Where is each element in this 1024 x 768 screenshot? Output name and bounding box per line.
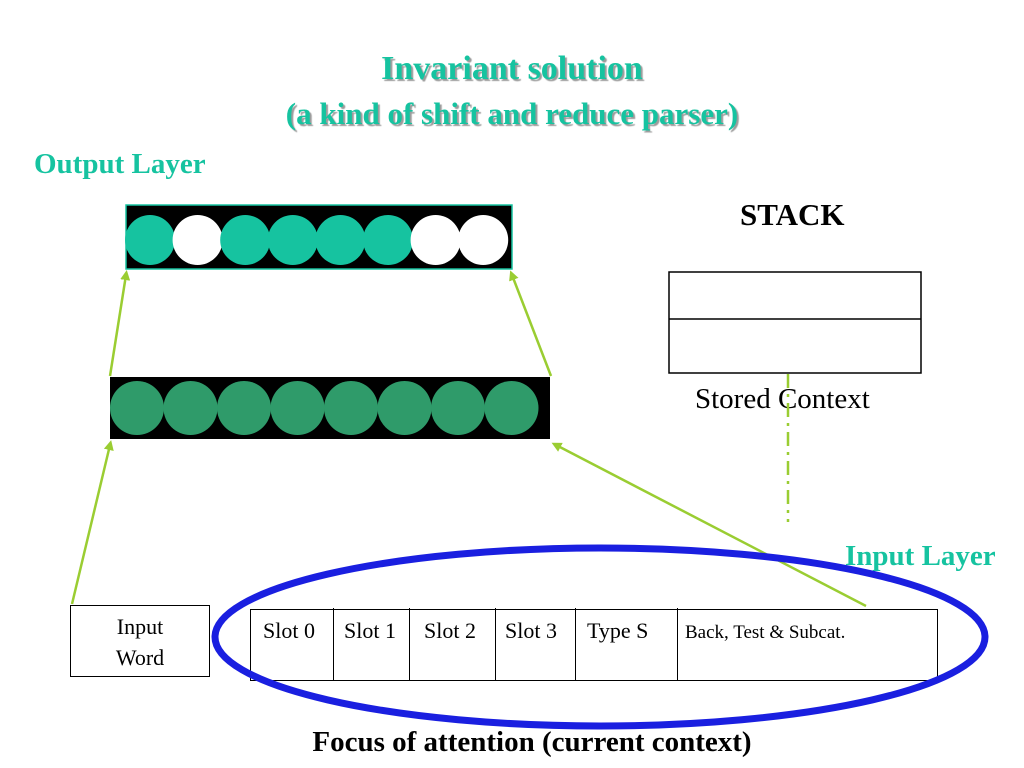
slot-divider: [409, 608, 410, 680]
arrow-hidden-to-output-right: [509, 270, 553, 377]
hidden-unit: [484, 381, 539, 435]
slot-1: Slot 1: [344, 618, 396, 643]
output-unit-active: [267, 215, 318, 265]
slot-back-test-subcat: Back, Test & Subcat.: [685, 622, 846, 643]
output-unit-inactive: [458, 215, 509, 265]
title-line-2: (a kind of shift and reduce parser): [285, 96, 739, 131]
focus-caption: Focus of attention (current context): [312, 726, 752, 758]
stack-box: [668, 271, 922, 374]
hidden-unit: [163, 381, 218, 435]
arrow-input-word-to-hidden: [70, 440, 114, 605]
input-word-line1: Input: [116, 614, 164, 639]
hidden-unit: [110, 381, 164, 435]
slot-divider: [495, 608, 496, 680]
output-unit-active: [125, 215, 175, 265]
arrow-context-to-hidden: [551, 442, 867, 608]
slot-2: Slot 2: [424, 618, 476, 643]
slot-divider: [677, 608, 678, 680]
slot-divider: [575, 608, 576, 680]
slot-3: Slot 3: [505, 618, 557, 643]
input-word-box: Input Word: [70, 605, 210, 677]
hidden-unit: [324, 381, 378, 435]
context-slots-box: Slot 0 Slot 1 Slot 2 Slot 3 Type S Back,…: [250, 608, 938, 681]
output-unit-active: [363, 215, 413, 265]
output-unit-active: [220, 215, 271, 265]
hidden-unit: [270, 381, 325, 435]
hidden-unit: [217, 381, 271, 435]
slot-divider: [333, 608, 334, 680]
input-word-line2: Word: [115, 645, 165, 670]
hidden-unit: [431, 381, 485, 435]
title-line-1: Invariant solution: [381, 50, 643, 87]
output-unit-inactive: [410, 215, 461, 265]
output-unit-inactive: [172, 215, 223, 265]
slot-type-s: Type S: [587, 618, 649, 643]
hidden-unit: [377, 381, 432, 435]
slot-0: Slot 0: [263, 618, 315, 643]
stored-context-label: Stored Context: [695, 383, 870, 415]
output-layer-label: Output Layer: [34, 148, 206, 180]
stack-title: STACK: [740, 197, 845, 232]
arrow-hidden-to-output-left: [108, 270, 131, 377]
output-unit-active: [315, 215, 366, 265]
